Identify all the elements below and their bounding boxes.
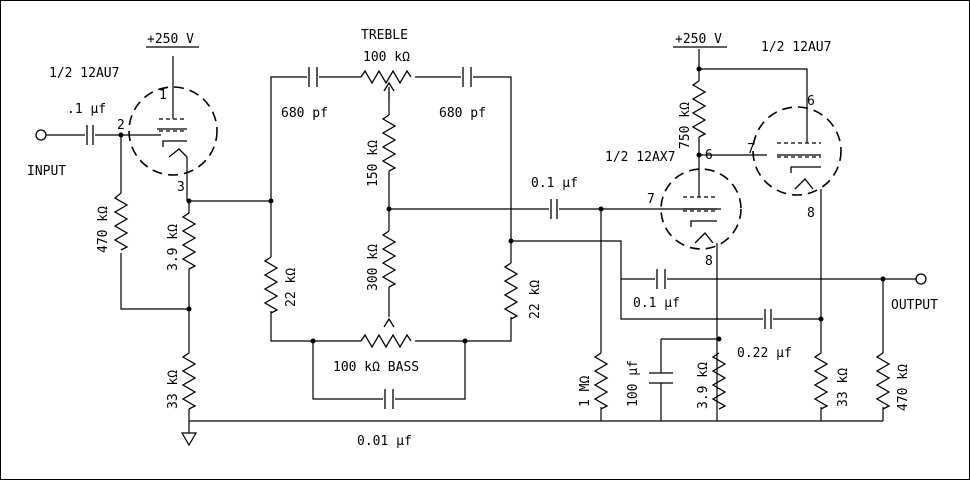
r300-label: 300 kΩ: [366, 244, 381, 291]
resistor-150k: [381, 114, 397, 172]
tube-v3: [752, 106, 842, 196]
ground-symbol: [180, 421, 198, 447]
grid-resistor-label: 470 kΩ: [96, 206, 111, 253]
grid-resistor-470k: [113, 192, 129, 251]
cathode-v1-label: 3.9 kΩ: [166, 224, 181, 271]
pin-v1-plate: 1: [159, 88, 167, 103]
r1m-label: 1 MΩ: [578, 376, 593, 407]
tube-v2: [660, 168, 742, 250]
cathode-resistor-v2: [711, 352, 727, 410]
pin-v3-grid: 7: [747, 142, 755, 157]
pin-v1-grid: 2: [117, 118, 125, 133]
treble-pot: [360, 69, 412, 85]
pin-v2-grid: 7: [647, 192, 655, 207]
supply-label-v2: +250 V: [675, 32, 722, 47]
cathode-v2-label: 3.9 kΩ: [696, 362, 711, 409]
tube-label-v3: 1/2 12AU7: [761, 40, 831, 55]
input-label: INPUT: [27, 164, 66, 179]
bass-pot-label: 100 kΩ BASS: [333, 360, 419, 375]
bypass-capacitor-100uf: [649, 372, 673, 384]
tube-v1: [128, 86, 218, 176]
bass-pot: [360, 333, 412, 349]
treble-pot-label: 100 kΩ: [363, 50, 410, 65]
plate-resistor-750k: [691, 80, 707, 138]
coupling-capacitor: [550, 199, 558, 219]
treble-cap-right-label: 680 pf: [439, 106, 486, 121]
supply-label-v1: +250 V: [147, 32, 194, 47]
bass-capacitor: [384, 389, 394, 409]
resistor-1m: [593, 352, 609, 410]
treble-cap-left: [308, 67, 318, 87]
resistor-22k-right: [503, 262, 519, 320]
load-resistor-33k: [181, 352, 197, 410]
resistor-300k: [381, 230, 397, 288]
bass-cap-label: 0.01 µf: [357, 434, 412, 449]
pin-v2-cathode: 8: [705, 254, 713, 269]
cathode-resistor-33k: [813, 352, 829, 410]
treble-cap-left-label: 680 pf: [281, 106, 328, 121]
output-label: OUTPUT: [891, 298, 938, 313]
output-resistor-470k: [875, 352, 891, 410]
r22-right-label: 22 kΩ: [528, 280, 543, 319]
tube-label-v2: 1/2 12AX7: [605, 150, 675, 165]
r33-out-label: 33 kΩ: [836, 368, 851, 407]
r150-label: 150 kΩ: [366, 140, 381, 187]
r470-out-label: 470 kΩ: [896, 364, 911, 411]
pin-v3-cathode: 8: [807, 206, 815, 221]
c100-label: 100 µf: [626, 360, 641, 407]
feedback-cap-0-1-label: 0.1 µf: [633, 296, 680, 311]
tube-label-v1: 1/2 12AU7: [49, 66, 119, 81]
input-cap-label: .1 µf: [67, 102, 106, 117]
feedback-capacitor-0-1: [656, 269, 666, 289]
feedback-capacitor-0-22: [764, 309, 772, 329]
cathode-resistor-v1: [181, 212, 197, 270]
pin-v2-plate: 6: [705, 148, 713, 163]
feedback-cap-0-22-label: 0.22 µf: [737, 346, 792, 361]
treble-label: TREBLE: [361, 28, 408, 43]
pin-v3-plate: 6: [807, 94, 815, 109]
treble-cap-right: [462, 67, 472, 87]
input-capacitor: [86, 125, 94, 145]
input-terminal: [35, 129, 47, 141]
load-33k-label: 33 kΩ: [166, 370, 181, 409]
r22-left-label: 22 kΩ: [284, 268, 299, 307]
coupling-cap-label: 0.1 µf: [531, 176, 578, 191]
resistor-22k-left: [263, 256, 279, 314]
pin-v1-cathode: 3: [177, 180, 185, 195]
r750-label: 750 kΩ: [678, 102, 693, 149]
output-terminal: [915, 273, 927, 285]
